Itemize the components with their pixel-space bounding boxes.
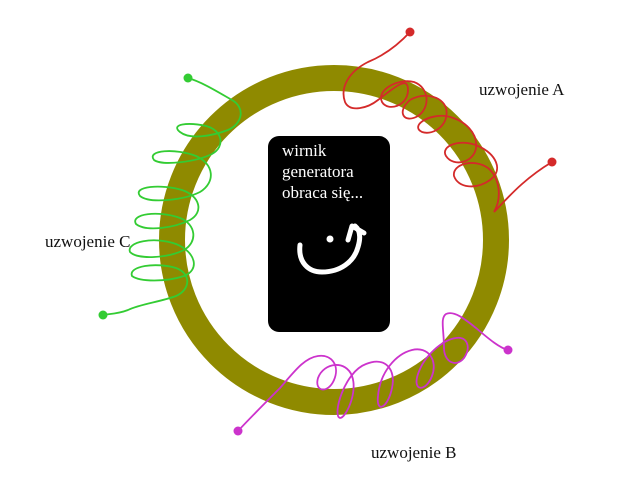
rotation-arrow-icon [297,223,367,275]
rotor-caption-line-3: obraca się... [282,183,364,202]
winding-a-terminal-2 [547,157,557,167]
winding-a [342,27,557,213]
winding-b [233,312,513,436]
winding-c-terminal-1 [183,73,193,83]
rotor-caption-line-2: generatora [282,162,354,181]
winding-c-label: uzwojenie C [45,232,130,251]
winding-c-terminal-2 [98,310,108,320]
winding-a-label: uzwojenie A [479,80,565,99]
rotor-box [268,136,390,332]
winding-c [98,73,242,320]
winding-b-terminal-2 [503,345,513,355]
winding-b-label: uzwojenie B [371,443,456,462]
winding-b-terminal-1 [233,426,243,436]
rotor-caption-line-1: wirnik [282,141,327,160]
winding-a-terminal-1 [405,27,415,37]
rotor-caption: wirnik generatora obraca się... [268,136,390,203]
stator-ring [159,65,509,415]
